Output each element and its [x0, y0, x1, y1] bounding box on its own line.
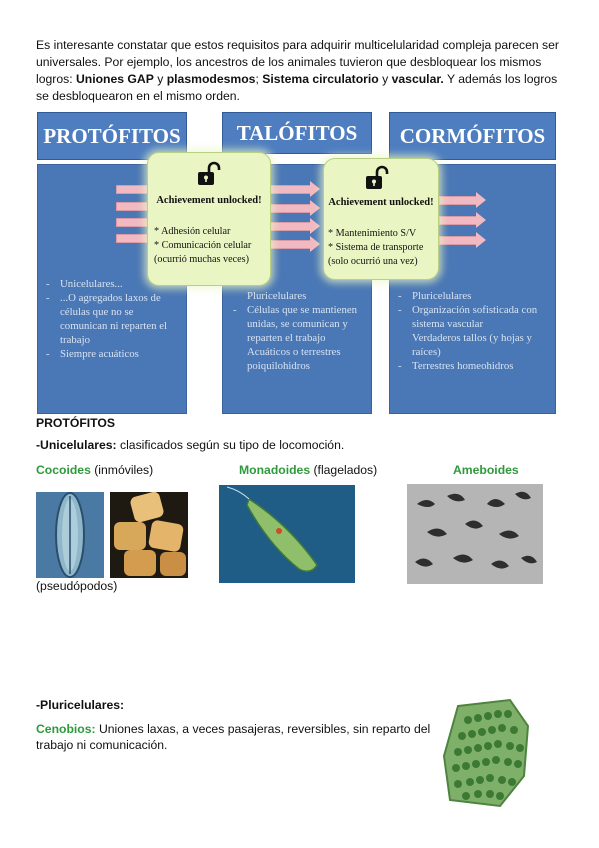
col3-item: -Pluricelulares: [398, 290, 472, 302]
achievement-line: * Comunicación celular: [154, 240, 252, 251]
cenobios-paragraph: Cenobios: Uniones laxas, a veces pasajer…: [36, 721, 431, 753]
col2-item: Pluricelulares: [247, 290, 307, 302]
cenobios-label: Cenobios:: [36, 722, 96, 736]
intro-bold-gap: Uniones GAP: [75, 72, 154, 86]
col1-item: -Unicelulares...: [46, 278, 123, 290]
arrow-shape: [267, 181, 320, 197]
cocoides-caption: Cocoides (inmóviles): [36, 462, 153, 478]
cocoides-photo-2: [110, 492, 188, 578]
arrow-shape: [267, 236, 320, 252]
cenobio-photo: [440, 696, 536, 812]
ameboides-note: (pseudópodos): [36, 579, 118, 593]
intro-bold-circulatorio: Sistema circulatorio: [262, 72, 379, 86]
monadoides-note: (flagelados): [310, 463, 378, 477]
ameboides-caption: Ameboides: [453, 462, 519, 478]
unlocked-padlock-icon: [366, 165, 389, 189]
monadoides-caption: Monadoides (flagelados): [239, 462, 377, 478]
achievement-box-1: Achievement unlocked! * Adhesión celular…: [147, 152, 271, 286]
evolution-diagram: -Unicelulares... -...O agregados laxos d…: [37, 112, 556, 414]
ameboides-label: Ameboides: [453, 463, 519, 477]
col1-item: -...O agregados laxos de células que no …: [46, 292, 168, 346]
col3-item: -Organización sofisticada con sistema va…: [398, 304, 538, 330]
achievement-line: * Mantenimiento S/V: [328, 228, 417, 239]
intro-text: ;: [255, 72, 263, 86]
col1-item: -Siempre acuáticos: [46, 348, 139, 360]
cocoides-label: Cocoides: [36, 463, 91, 477]
pluricelulares-label: -Pluricelulares:: [36, 698, 125, 712]
monadoides-photo: [219, 485, 355, 583]
achievement-line: (ocurrió muchas veces): [154, 254, 250, 265]
achievement-title: Achievement unlocked!: [156, 195, 262, 206]
intro-text: Es interesante constatar que estos requi…: [36, 38, 559, 86]
section-heading: PROTÓFITOS: [36, 416, 115, 430]
unicelulares-text: clasificados según su tipo de locomoción…: [116, 438, 345, 452]
header-talofitos: TALÓFITOS: [222, 112, 372, 154]
intro-text: y: [153, 72, 167, 86]
intro-text: y: [378, 72, 392, 86]
intro-text: Y además los logros se desbloquearon en …: [36, 72, 558, 103]
col2-item: Acuáticos o terrestres poiquilohidros: [247, 346, 341, 372]
unicelulares-label: -Unicelulares:: [36, 438, 117, 452]
intro-paragraph: Es interesante constatar que estos requi…: [36, 37, 561, 105]
achievement-line: (solo ocurrió una vez): [328, 256, 418, 267]
col3-item: -Terrestres homeohidros: [398, 360, 514, 372]
arrow-shape: [439, 232, 486, 248]
achievement-title: Achievement unlocked!: [328, 197, 434, 208]
cocoides-note: (inmóviles): [90, 463, 154, 477]
unicelulares-line: -Unicelulares: clasificados según su tip…: [36, 437, 344, 453]
intro-bold-vascular: vascular.: [391, 72, 444, 86]
achievement-line: * Sistema de transporte: [328, 242, 424, 253]
arrow-shape: [439, 192, 486, 208]
header-cormofitos: CORMÓFITOS: [389, 112, 556, 160]
cocoides-photo-1: [36, 492, 104, 578]
monadoides-label: Monadoides: [239, 463, 311, 477]
achievement-box-2: Achievement unlocked! * Mantenimiento S/…: [323, 158, 439, 280]
ameboides-photo: [407, 484, 543, 584]
column-protofitos: -Unicelulares... -...O agregados laxos d…: [37, 164, 187, 414]
cenobios-text: Uniones laxas, a veces pasajeras, revers…: [36, 722, 431, 752]
intro-bold-plasmodesmos: plasmodesmos: [166, 72, 256, 86]
achievement-line: * Adhesión celular: [154, 226, 231, 237]
arrow-shape: [439, 212, 486, 228]
unlocked-padlock-icon: [198, 161, 221, 185]
col3-item: Verdaderos tallos (y hojas y raíces): [412, 332, 532, 358]
col2-item: -Células que se mantienen unidas, se com…: [233, 304, 358, 344]
arrow-shape: [267, 218, 320, 234]
arrow-shape: [267, 200, 320, 216]
